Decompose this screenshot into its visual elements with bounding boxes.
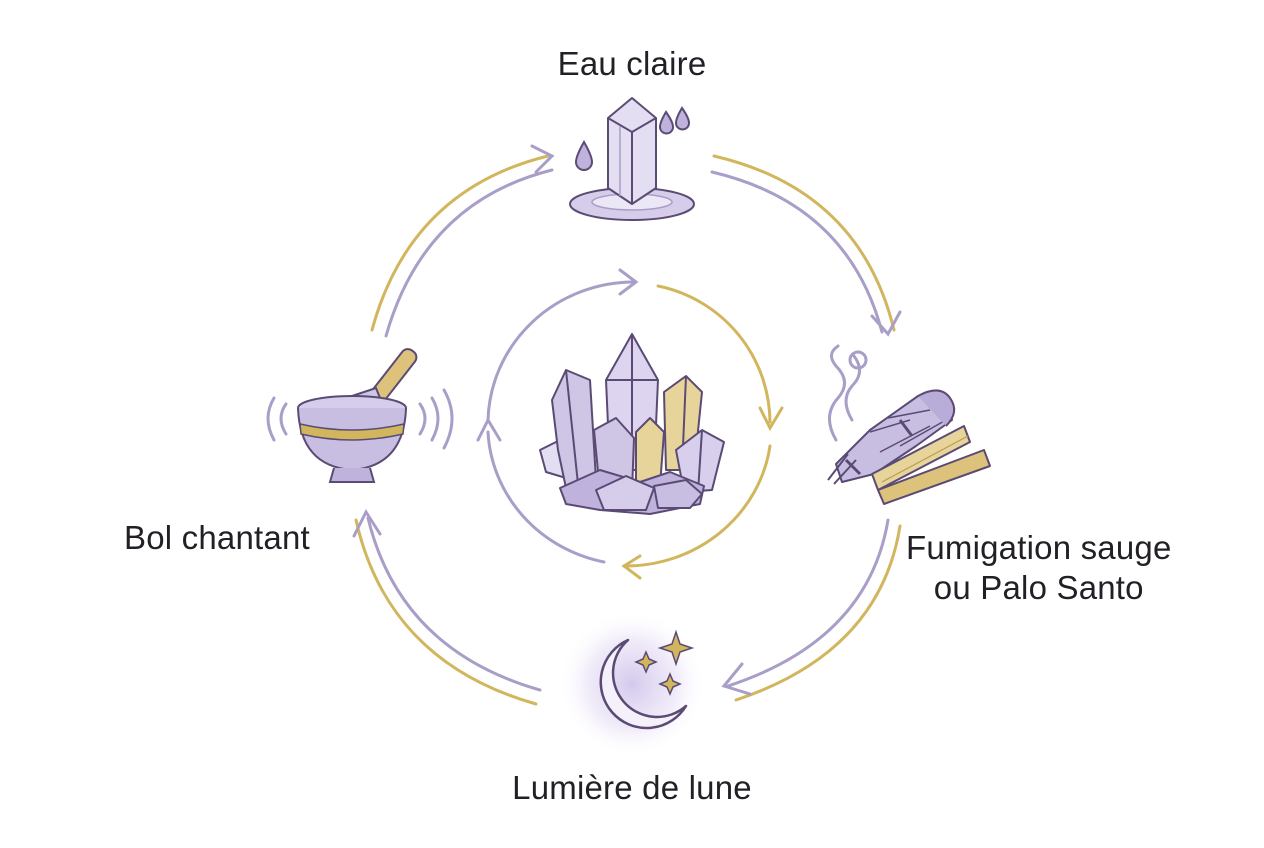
label-fumigation-line1: Fumigation sauge <box>906 529 1172 566</box>
star-icon <box>657 629 695 667</box>
arrow-right-to-bottom <box>721 518 902 702</box>
arrow-top-to-right <box>710 154 902 337</box>
smoke-icon <box>828 344 868 442</box>
label-fumigation: Fumigation sauge ou Palo Santo <box>906 528 1172 608</box>
sage-palo-santo-icon <box>827 344 991 505</box>
singing-bowl-icon <box>266 348 454 483</box>
star-icon <box>634 650 658 674</box>
crystal-cluster-icon <box>539 333 725 515</box>
label-bol-chantant: Bol chantant <box>124 519 310 556</box>
star-icon <box>658 672 682 696</box>
arrow-left-to-top <box>370 144 555 338</box>
crystal-water-icon <box>569 97 695 221</box>
moon-stars-icon <box>558 610 706 758</box>
outer-cycle-arrows <box>352 144 902 706</box>
label-lumiere-de-lune: Lumière de lune <box>512 769 752 806</box>
label-fumigation-line2: ou Palo Santo <box>933 569 1144 606</box>
label-eau-claire: Eau claire <box>557 45 707 82</box>
vibration-icon <box>266 388 454 450</box>
inner-cycle-arrows <box>476 268 784 580</box>
arrow-bottom-to-left <box>352 508 542 706</box>
